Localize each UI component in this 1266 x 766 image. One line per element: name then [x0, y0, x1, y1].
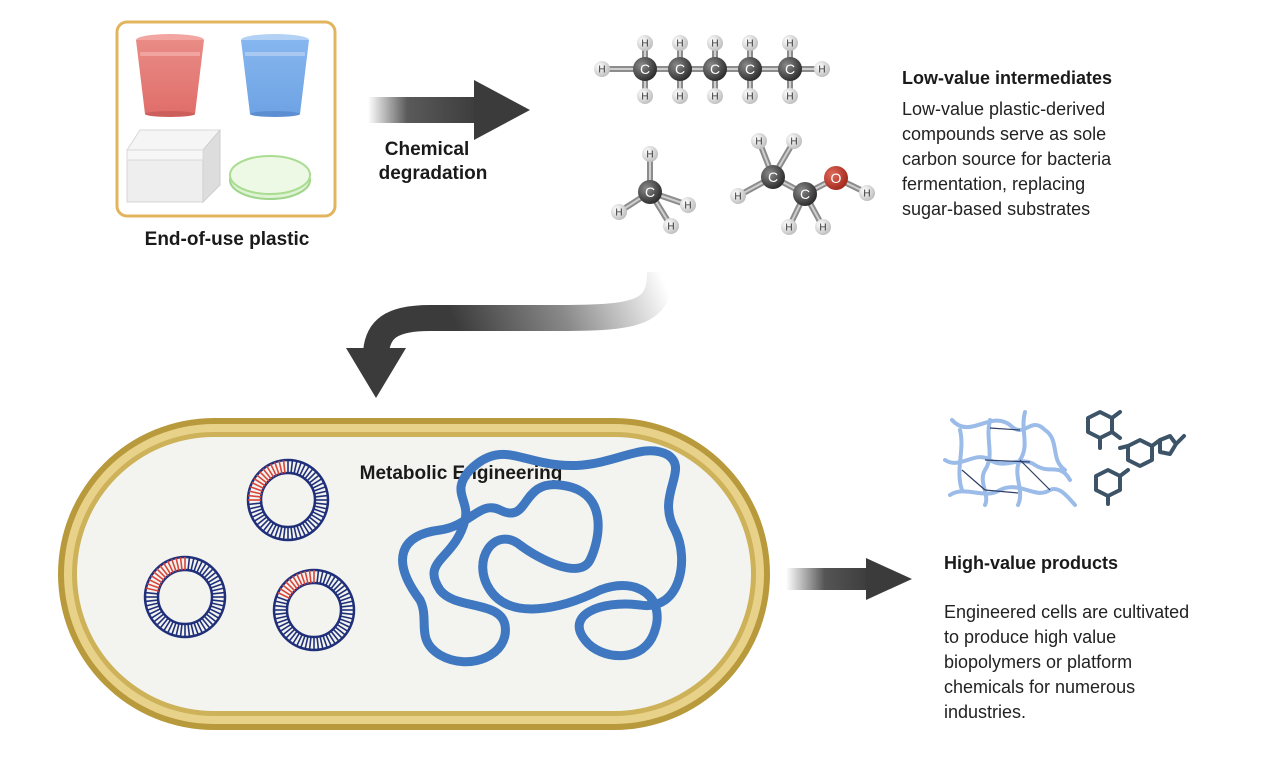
oxygen-atom-icon: O: [824, 166, 848, 190]
hydrogen-atom-icon: H: [781, 219, 797, 235]
intermediates-description: Low-value plastic-derived compounds serv…: [902, 99, 1112, 219]
svg-text:H: H: [819, 223, 826, 234]
hydrogen-atom-icon: H: [672, 88, 688, 104]
svg-text:H: H: [785, 223, 792, 234]
products-title: High-value products: [944, 553, 1118, 573]
svg-text:H: H: [755, 137, 762, 148]
hydrogen-atom-icon: H: [707, 35, 723, 51]
svg-text:C: C: [768, 169, 778, 185]
svg-text:H: H: [790, 137, 797, 148]
hydrogen-atom-icon: H: [786, 133, 802, 149]
hydrogen-atom-icon: H: [782, 35, 798, 51]
svg-text:H: H: [711, 39, 718, 50]
plasmids: [143, 458, 356, 652]
degradation-arrow: [368, 80, 530, 140]
hydrogen-atom-icon: H: [742, 35, 758, 51]
intermediates-desc-line: carbon source for bacteria: [902, 149, 1112, 169]
svg-text:H: H: [676, 39, 683, 50]
red-cup-icon: [136, 34, 204, 117]
intermediates-desc-line: sugar-based substrates: [902, 199, 1090, 219]
svg-text:H: H: [676, 92, 683, 103]
carbon-atom-icon: C: [761, 165, 785, 189]
svg-text:H: H: [667, 222, 674, 233]
plastic-container-icon: [126, 128, 221, 204]
hydrogen-atom-icon: H: [707, 88, 723, 104]
plasmid-icon: [246, 458, 330, 542]
products-desc-line: chemicals for numerous: [944, 677, 1135, 697]
platform-chemical-molecules-icon: [1086, 410, 1186, 506]
hydrogen-atom-icon: H: [814, 61, 830, 77]
svg-text:C: C: [640, 61, 650, 77]
svg-text:C: C: [800, 186, 810, 202]
svg-text:C: C: [745, 61, 755, 77]
svg-text:H: H: [598, 65, 605, 76]
svg-text:H: H: [818, 65, 825, 76]
intermediates-title: Low-value intermediates: [902, 68, 1112, 88]
carbon-atom-icon: C: [778, 57, 802, 81]
products-desc-line: Engineered cells are cultivated: [944, 602, 1189, 622]
blue-cup-icon: [241, 34, 309, 117]
svg-text:H: H: [711, 92, 718, 103]
carbon-atom-icon: C: [703, 57, 727, 81]
intermediates-desc-line: fermentation, replacing: [902, 174, 1085, 194]
svg-text:C: C: [645, 184, 655, 200]
svg-text:H: H: [641, 92, 648, 103]
hydrogen-atom-icon: H: [859, 185, 875, 201]
svg-text:H: H: [615, 208, 622, 219]
svg-text:H: H: [786, 39, 793, 50]
hydrogen-atom-icon: H: [815, 219, 831, 235]
hydrogen-atom-icon: H: [672, 35, 688, 51]
plastic-label: End-of-use plastic: [145, 229, 310, 250]
hydrogen-atom-icon: H: [637, 35, 653, 51]
hydrogen-atom-icon: H: [663, 218, 679, 234]
hydrogen-atom-icon: H: [782, 88, 798, 104]
carbon-atom-icon: C: [633, 57, 657, 81]
plastic-items-panel: [115, 20, 337, 218]
hydrogen-atom-icon: H: [642, 146, 658, 162]
chromosome-dna: [398, 446, 686, 667]
biopolymer-network-icon: [943, 410, 1077, 507]
svg-text:C: C: [675, 61, 685, 77]
products-arrow: [786, 558, 912, 600]
intermediates-desc-line: Low-value plastic-derived: [902, 99, 1105, 119]
carbon-atom-icon: C: [668, 57, 692, 81]
hydrogen-atom-icon: H: [730, 188, 746, 204]
hydrogen-atom-icon: H: [680, 197, 696, 213]
svg-text:H: H: [646, 150, 653, 161]
hydrogen-atom-icon: H: [751, 133, 767, 149]
carbon-atom-icon: C: [638, 180, 662, 204]
plasmid-icon: [143, 555, 227, 639]
products-desc-line: industries.: [944, 702, 1026, 722]
hydrogen-atom-icon: H: [637, 88, 653, 104]
hydrogen-atom-icon: H: [611, 204, 627, 220]
svg-text:C: C: [785, 61, 795, 77]
petri-dish-icon: [229, 155, 311, 200]
products-desc-line: biopolymers or platform: [944, 652, 1132, 672]
svg-text:H: H: [684, 201, 691, 212]
hydrogen-atom-icon: H: [742, 88, 758, 104]
degradation-label-line2: degradation: [379, 163, 488, 184]
svg-text:H: H: [746, 92, 753, 103]
svg-text:H: H: [746, 39, 753, 50]
feed-to-cell-arrow: [346, 271, 673, 398]
hydrogen-atom-icon: H: [594, 61, 610, 77]
svg-text:O: O: [831, 170, 842, 186]
carbon-atom-icon: C: [793, 182, 817, 206]
svg-text:C: C: [710, 61, 720, 77]
products-desc-line: to produce high value: [944, 627, 1116, 647]
products-description: Engineered cells are cultivated to produ…: [944, 602, 1189, 722]
svg-text:H: H: [786, 92, 793, 103]
svg-text:H: H: [863, 189, 870, 200]
degradation-label-line1: Chemical: [385, 139, 469, 160]
svg-text:H: H: [734, 192, 741, 203]
intermediates-desc-line: compounds serve as sole: [902, 124, 1106, 144]
cell-label: Metabolic Engineering: [360, 463, 563, 484]
carbon-atom-icon: C: [738, 57, 762, 81]
plasmid-icon: [272, 568, 356, 652]
svg-text:H: H: [641, 39, 648, 50]
